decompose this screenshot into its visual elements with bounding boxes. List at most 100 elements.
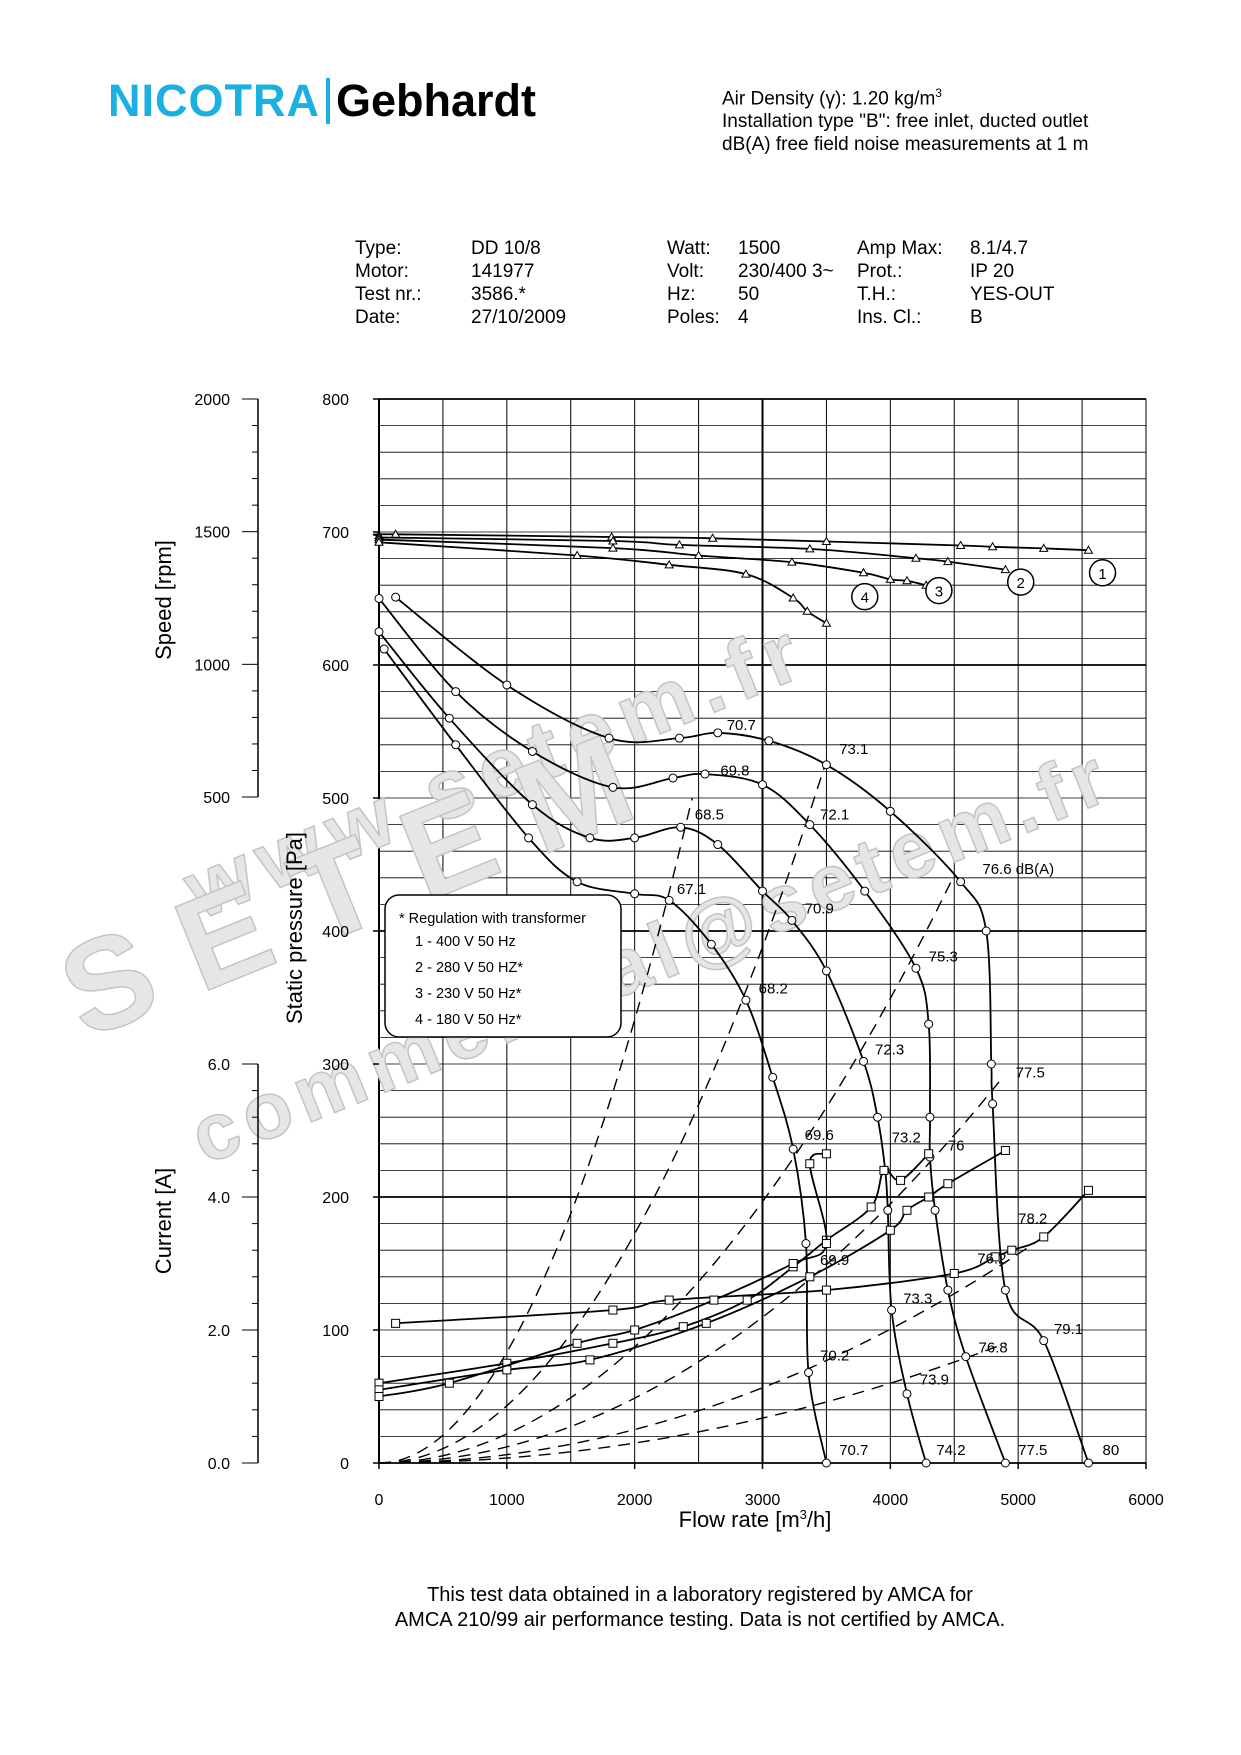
ins-value: B [970,307,983,328]
prot-label: Prot.: [857,261,903,282]
watermark: www.setem.fr SETEM commercial@setem.fr [40,600,1126,1181]
current-point [1000,1145,1010,1155]
system-line [378,1342,1006,1464]
amp-value: 8.1/4.7 [970,238,1029,259]
prot-value: IP 20 [970,261,1015,282]
noise-label: 70.9 [805,901,834,918]
noise-label: 70.7 [839,1442,868,1459]
pressure-point [821,966,831,976]
system-line [378,1236,1045,1464]
pressure-point [451,687,461,697]
current-point [821,1239,831,1249]
pressure-point [805,820,815,830]
pressure-point [502,680,512,690]
pressure-point [524,833,534,843]
flow-tick-label: 2000 [617,1492,653,1509]
legend-box: * Regulation with transformer 1 - 400 V … [384,894,622,1038]
test-value: 3586.* [471,284,526,305]
noise-label: 73.1 [839,741,868,758]
pressure-point [374,627,384,637]
pressure-point [801,1239,811,1249]
current-point [572,1338,582,1348]
noise-label: 76.6 dB(A) [982,861,1054,878]
noise-label: 69.8 [720,762,749,779]
current-point [444,1378,454,1388]
current-point [879,1165,889,1175]
speed-point [674,539,685,549]
pressure-point [764,736,774,746]
legend-title: * Regulation with transformer [399,911,586,927]
pressure-point [674,733,684,743]
pressure-point [1000,1458,1010,1468]
speed-point [902,575,912,585]
pressure-point [604,733,614,743]
pressure-tick-label: 100 [322,1323,349,1340]
current-point [701,1318,711,1328]
current-point [924,1149,934,1159]
pressure-point [873,1112,883,1122]
pressure-point [1000,1285,1010,1295]
pressure-point [956,877,966,887]
pressure-point [630,833,640,843]
pressure-point [713,840,723,850]
poles-value: 4 [738,307,749,328]
current-point [821,1285,831,1295]
pressure-point [858,1056,868,1066]
pressure-tick-label: 300 [322,1057,349,1074]
pressure-point [391,592,401,602]
pressure-point [887,1305,897,1315]
speed-point [821,618,832,627]
footnote: This test data obtained in a laboratory … [300,1583,1100,1633]
noise-label: 76.2 [977,1251,1006,1268]
pressure-point [1039,1336,1049,1346]
date-label: Date: [355,307,401,328]
current-point [805,1272,815,1282]
speed-point [1038,543,1049,552]
motor-label: Motor: [355,261,409,282]
speed-tick-label: 1000 [194,657,230,674]
noise-label: 80 [1103,1442,1120,1459]
speed-point [802,606,813,615]
noise-label: 76.8 [979,1340,1008,1357]
footnote-line-2: AMCA 210/99 air performance testing. Dat… [394,1609,1006,1631]
current-point [608,1305,618,1315]
current-point [949,1268,959,1278]
pressure-point [451,740,461,750]
pressure-point [930,1205,940,1215]
pressure-point [924,1019,934,1029]
speed-point [942,556,953,566]
pressure-tick-label: 800 [322,392,349,409]
current-point [902,1205,912,1215]
noise-label: 74.2 [936,1442,965,1459]
legend-item-4: 4 - 180 V 50 Hz* [415,1012,522,1028]
amp-label: Amp Max: [857,238,943,259]
pressure-point [860,886,870,896]
noise-label: 79.1 [1054,1321,1083,1338]
noise-label: 75.3 [929,949,958,966]
curve-number-label: 2 [1017,575,1025,592]
pressure-point [804,1368,814,1378]
noise-label: 69.6 [805,1127,834,1144]
system-lines [378,760,1045,1464]
speed-point [664,559,675,569]
speed-point [693,550,704,560]
pressure-point [668,773,678,783]
type-value: DD 10/8 [471,238,541,259]
th-label: T.H.: [857,284,897,305]
pressure-point [1083,1458,1093,1468]
pressure-point [700,769,710,779]
hz-label: Hz: [667,284,696,305]
speed-tick-label: 500 [203,790,230,807]
pressure-point [758,886,767,896]
pressure-point [572,877,582,887]
noise-label: 68.2 [759,981,788,998]
noise-label: 70.7 [727,717,756,734]
th-value: YES-OUT [970,284,1055,305]
current-point [896,1175,906,1185]
system-line [378,874,955,1464]
pressure-point [741,995,751,1005]
legend-item-2: 2 - 280 V 50 HZ* [415,960,523,976]
speed-point [911,553,921,562]
